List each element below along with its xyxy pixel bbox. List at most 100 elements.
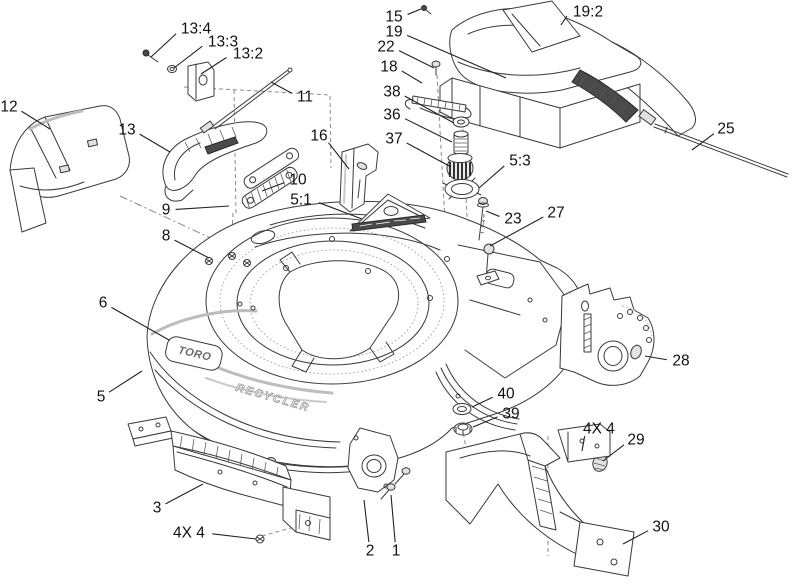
- bolts-part1: [380, 467, 411, 500]
- leader-line-10: [261, 182, 285, 192]
- bolt-part22: [431, 60, 441, 76]
- leader-line-16: [328, 142, 350, 170]
- leader-line-15: [407, 8, 422, 15]
- leader-line-25: [691, 133, 715, 151]
- leader-line-23: [485, 210, 500, 217]
- callout-12: 12: [0, 99, 17, 116]
- side-chute-part12: [9, 105, 130, 233]
- leader-line-5:1: [318, 202, 363, 220]
- callout-22: 22: [377, 39, 394, 56]
- leader-line-19: [406, 34, 507, 79]
- callout-5: 5: [97, 389, 106, 406]
- leader-line-27: [489, 216, 544, 247]
- blade-ring-outer: [205, 217, 459, 385]
- deck-housing-drawing: TORO RECYCLER: [146, 200, 585, 474]
- callout-23: 23: [504, 211, 521, 228]
- callout-labels: 13:413:313:2111213151919:22218383637165:…: [0, 4, 734, 560]
- bracket-part16: [339, 143, 379, 213]
- leader-line-13:2: [200, 57, 227, 75]
- leader-line-36: [404, 118, 453, 143]
- callout-2: 2: [366, 543, 375, 560]
- leader-line-22: [398, 50, 435, 69]
- bolt-part27: [476, 243, 500, 286]
- leader-line-30: [622, 530, 649, 545]
- callout-13: 13: [118, 122, 135, 139]
- gear-knob-part37: [446, 153, 474, 181]
- callout-25: 25: [717, 121, 734, 138]
- cover-plate-part2: [347, 427, 399, 493]
- screw-part15: [421, 5, 432, 15]
- callout-4X4: 4X 4: [173, 525, 205, 542]
- adjuster-plate-part28: [559, 283, 655, 386]
- leader-line-12: [21, 110, 51, 130]
- leader-line-5: [108, 370, 143, 393]
- callout-9: 9: [162, 202, 171, 219]
- handle-grip-part: [571, 41, 696, 137]
- callout-13:4: 13:4: [181, 21, 212, 38]
- callout-28: 28: [672, 353, 689, 370]
- leader-line-4X4: [212, 533, 257, 540]
- leader-line-8: [174, 239, 210, 259]
- callout-5:3: 5:3: [509, 153, 531, 170]
- leader-line-29: [602, 444, 625, 462]
- leader-line-1: [390, 494, 396, 543]
- leader-line-13:4: [150, 33, 177, 58]
- cable-rod-part25: [653, 123, 789, 178]
- callout-38: 38: [383, 84, 400, 101]
- toro-logo-plate: TORO: [165, 336, 223, 371]
- screws-part8: [205, 252, 256, 311]
- warning-decal-part5-1: [349, 193, 431, 232]
- callout-19: 19: [385, 24, 402, 41]
- bail-lever-part13: [162, 121, 268, 202]
- callout-30: 30: [652, 519, 670, 536]
- control-cable-part11: [199, 67, 293, 134]
- mount-bracket-part13-2: [187, 61, 215, 102]
- callout-18: 18: [380, 59, 397, 76]
- callout-1: 1: [392, 543, 401, 560]
- callout-13:3: 13:3: [208, 34, 238, 51]
- callout-29: 29: [627, 432, 644, 449]
- leader-line-18: [401, 70, 423, 84]
- callout-19:2: 19:2: [573, 4, 603, 21]
- leader-line-11: [270, 81, 293, 94]
- callout-5:1: 5:1: [290, 192, 312, 209]
- callout-15: 15: [385, 9, 402, 26]
- rear-housing-part19: [439, 7, 642, 149]
- callout-16: 16: [310, 128, 327, 145]
- leader-line-39: [472, 416, 498, 428]
- callout-11: 11: [297, 89, 313, 106]
- callout-6: 6: [99, 295, 108, 312]
- screw-part4-left: [255, 534, 265, 544]
- leader-line-2: [363, 499, 370, 543]
- callout-27: 27: [547, 205, 564, 222]
- callout-8: 8: [162, 228, 171, 245]
- cap-part38: [452, 116, 470, 128]
- leader-line-28: [644, 355, 668, 361]
- front-baffle-part3: [127, 416, 331, 541]
- callout-39: 39: [502, 406, 519, 423]
- leader-line-19:2: [560, 15, 568, 26]
- leader-line-37: [406, 142, 452, 168]
- nut-part39: [453, 422, 473, 436]
- blade-opening: [278, 260, 399, 360]
- callout-10: 10: [289, 172, 307, 189]
- callout-4X4: 4X 4: [583, 421, 615, 438]
- leader-line-4X4: [581, 436, 586, 452]
- callout-36: 36: [383, 107, 400, 124]
- leader-line-13:3: [173, 45, 203, 69]
- decal-panel-part19-2: [502, 0, 581, 53]
- leader-line-6: [111, 306, 170, 341]
- callout-37: 37: [385, 131, 402, 148]
- bolt-part23: [477, 197, 489, 241]
- callout-40: 40: [497, 386, 515, 403]
- leader-line-40: [471, 396, 493, 408]
- leader-line-38: [404, 95, 455, 124]
- leader-line-9: [175, 205, 230, 210]
- callout-3: 3: [153, 500, 162, 517]
- leader-line-5:3: [478, 165, 505, 189]
- callout-13:2: 13:2: [233, 46, 263, 63]
- leader-line-3: [165, 483, 204, 505]
- deflector-part30: [445, 432, 635, 577]
